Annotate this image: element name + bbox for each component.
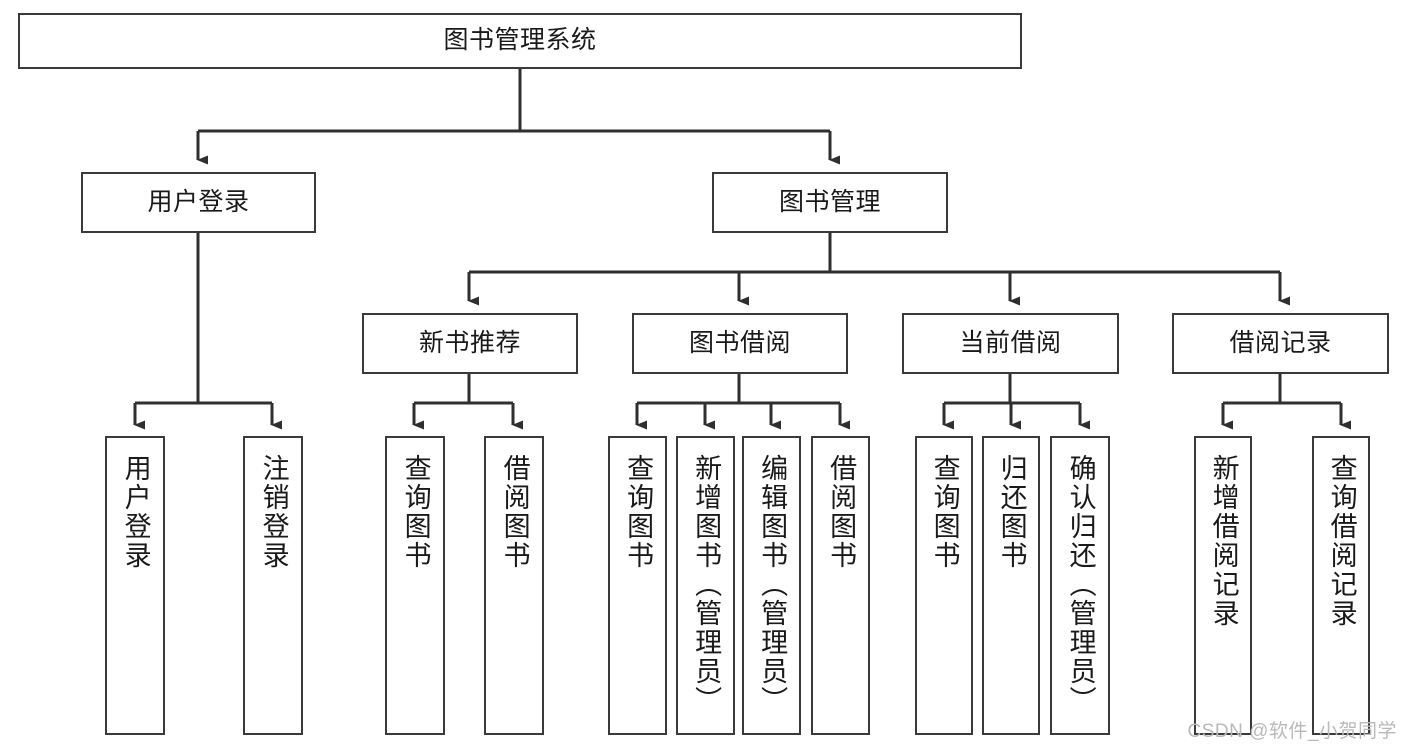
- node-label: 新增图书（管理员）: [691, 454, 722, 715]
- node-user-login[interactable]: 用户登录: [81, 172, 316, 233]
- leaf-current-confirm-return-admin[interactable]: 确认归还（管理员）: [1050, 436, 1110, 735]
- leaf-borrow-add-book-admin[interactable]: 新增图书（管理员）: [676, 436, 735, 735]
- leaf-current-query-book[interactable]: 查询图书: [915, 436, 973, 735]
- node-label: 当前借阅: [959, 328, 1062, 357]
- node-label: 注销登录: [258, 454, 289, 570]
- node-current-borrow[interactable]: 当前借阅: [902, 313, 1119, 374]
- leaf-user-login-signout[interactable]: 注销登录: [243, 436, 303, 735]
- leaf-borrow-borrow-book[interactable]: 借阅图书: [811, 436, 870, 735]
- node-label: 用户登录: [147, 187, 250, 216]
- node-new-book-recommend[interactable]: 新书推荐: [362, 313, 578, 374]
- node-label: 图书借阅: [688, 328, 791, 357]
- node-root-system[interactable]: 图书管理系统: [18, 13, 1022, 69]
- leaf-user-login-signin[interactable]: 用户登录: [105, 436, 165, 735]
- node-label: 借阅记录: [1229, 328, 1332, 357]
- node-label: 图书管理: [778, 187, 881, 216]
- node-label: 查询图书: [929, 454, 960, 570]
- leaf-recommend-borrow-book[interactable]: 借阅图书: [484, 436, 544, 735]
- node-book-management[interactable]: 图书管理: [712, 172, 948, 233]
- node-label: 新增借阅记录: [1208, 454, 1239, 628]
- node-book-borrow[interactable]: 图书借阅: [632, 313, 848, 374]
- node-label: 查询图书: [623, 454, 654, 570]
- node-label: 用户登录: [120, 454, 151, 570]
- node-label: 图书管理系统: [443, 26, 597, 55]
- watermark-text: CSDN @软件_小贺同学: [1187, 721, 1397, 742]
- node-label: 确认归还（管理员）: [1065, 454, 1096, 715]
- leaf-recommend-query-book[interactable]: 查询图书: [385, 436, 445, 735]
- node-borrow-record[interactable]: 借阅记录: [1172, 313, 1389, 374]
- node-label: 借阅图书: [499, 454, 530, 570]
- node-label: 查询图书: [400, 454, 431, 570]
- leaf-record-query-record[interactable]: 查询借阅记录: [1312, 436, 1370, 735]
- node-label: 查询借阅记录: [1326, 454, 1357, 628]
- leaf-borrow-edit-book-admin[interactable]: 编辑图书（管理员）: [742, 436, 801, 735]
- leaf-current-return-book[interactable]: 归还图书: [982, 436, 1040, 735]
- node-label: 归还图书: [996, 454, 1027, 570]
- node-label: 新书推荐: [418, 328, 521, 357]
- node-label: 编辑图书（管理员）: [757, 454, 788, 715]
- leaf-record-add-record[interactable]: 新增借阅记录: [1194, 436, 1252, 735]
- leaf-borrow-query-book[interactable]: 查询图书: [608, 436, 667, 735]
- node-label: 借阅图书: [826, 454, 857, 570]
